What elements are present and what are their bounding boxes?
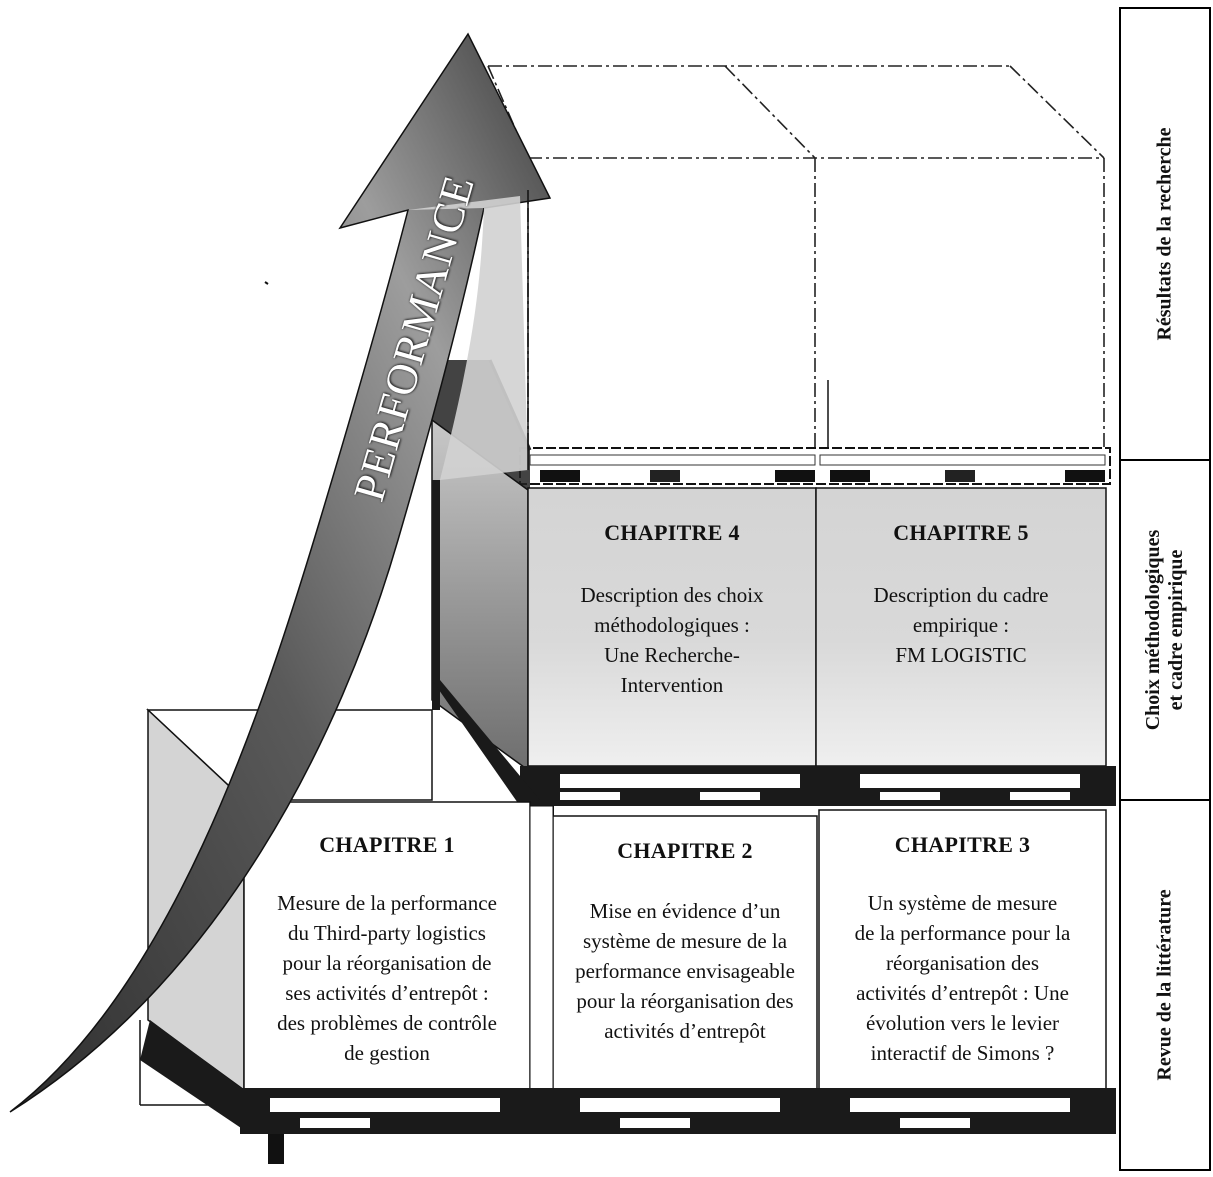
chapter-3-line: de la performance pour la (854, 921, 1071, 945)
middle-level (431, 418, 1116, 836)
chapter-3-text: CHAPITRE 3 Un système de mesure de la pe… (819, 832, 1106, 1068)
chapter-2-line: système de mesure de la (582, 929, 788, 953)
side-label-literature: Revue de la littérature (1153, 889, 1176, 1081)
chapter-1-line: du Third-party logistics (288, 921, 486, 945)
chapter-2-line: activités d’entrepôt (604, 1019, 766, 1043)
chapter-1-box (243, 801, 531, 1091)
chapter-2-title: CHAPITRE 2 (617, 838, 753, 863)
chapter-5-line: Description du cadre (873, 583, 1049, 607)
chapter-1-line: de gestion (344, 1041, 430, 1065)
chapter-3-box (818, 809, 1107, 1091)
chapter-2-body: Mise en évidence d’un système de mesure … (540, 896, 830, 1046)
side-panels (1119, 7, 1211, 1171)
chapter-4-title: CHAPITRE 4 (604, 520, 740, 545)
chapter-2-line: performance envisageable (575, 959, 795, 983)
chapter-3-line: activités d’entrepôt : Une (856, 981, 1069, 1005)
chapter-5-text: CHAPITRE 5 Description du cadre empiriqu… (816, 520, 1106, 670)
chapter-1-line: pour la réorganisation de (282, 951, 492, 975)
panel-literature (1119, 799, 1211, 1171)
chapter-4-line: Une Recherche- (604, 643, 740, 667)
chapter-2-box (552, 815, 818, 1091)
results-boxes (487, 65, 1105, 456)
chapter-1-text: CHAPITRE 1 Mesure de la performance du T… (244, 832, 530, 1068)
chapter-3-body: Un système de mesure de la performance p… (819, 888, 1106, 1068)
chapter-1-line: des problèmes de contrôle (277, 1011, 497, 1035)
chapter-1-title: CHAPITRE 1 (319, 832, 455, 857)
chapter-4-line: Description des choix (580, 583, 764, 607)
side-label-methodology: Choix méthodologiques et cadre empirique (1142, 529, 1187, 731)
chapter-4-line: Intervention (620, 673, 724, 697)
lower-level (139, 708, 1116, 1164)
chapter-2-text: CHAPITRE 2 Mise en évidence d’un système… (540, 838, 830, 1046)
side-label-results: Résultats de la recherche (1153, 127, 1176, 341)
chapter-3-line: évolution vers le levier (865, 1011, 1060, 1035)
chapter-4-box (527, 487, 817, 767)
chapter-5-body: Description du cadre empirique : FM LOGI… (816, 580, 1106, 670)
chapter-5-title: CHAPITRE 5 (893, 520, 1029, 545)
chapter-2-line: pour la réorganisation des (576, 989, 794, 1013)
chapter-1-line: Mesure de la performance (277, 891, 497, 915)
chapter-4-line: méthodologiques : (594, 613, 750, 637)
chapter-1-line: ses activités d’entrepôt : (285, 981, 489, 1005)
chapter-3-title: CHAPITRE 3 (894, 832, 1031, 857)
chapter-5-box (815, 487, 1107, 767)
chapter-3-line: interactif de Simons ? (870, 1041, 1055, 1065)
chapter-1-body: Mesure de la performance du Third-party … (244, 888, 530, 1068)
chapter-3-line: réorganisation des (886, 951, 1039, 975)
results-pallet (432, 359, 1111, 490)
chapter-4-text: CHAPITRE 4 Description des choix méthodo… (528, 520, 816, 700)
performance-arrow (9, 32, 552, 1113)
chapter-5-line: FM LOGISTIC (895, 643, 1027, 667)
chapter-3-line: Un système de mesure (867, 891, 1058, 915)
chapter-4-body: Description des choix méthodologiques : … (528, 580, 816, 700)
chapter-5-line: empirique : (912, 613, 1010, 637)
chapter-2-line: Mise en évidence d’un (589, 899, 781, 923)
